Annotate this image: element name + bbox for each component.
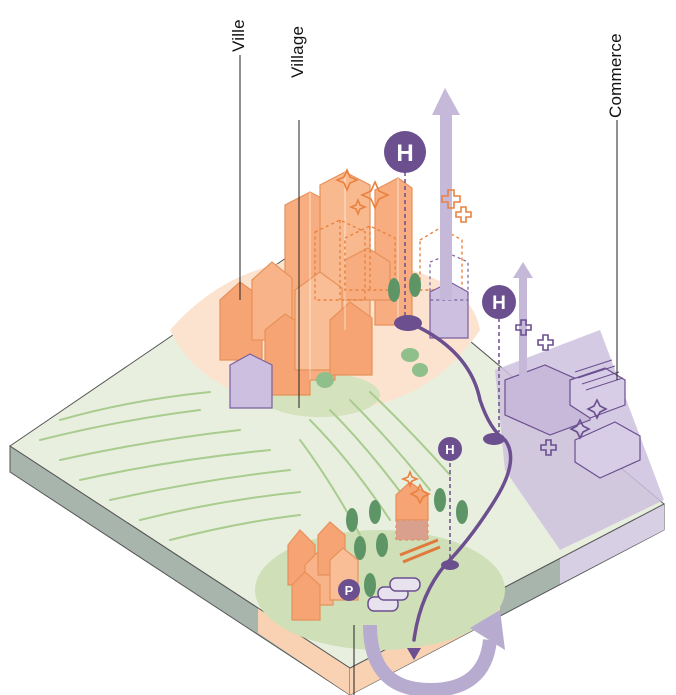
slab-left-side-orange — [258, 604, 350, 695]
village-houses — [287, 481, 429, 621]
hospital-label-large: H — [396, 140, 413, 167]
plus-signs — [441, 189, 557, 456]
hospital-marker-small — [438, 437, 462, 461]
stops — [394, 315, 505, 570]
farm-fields — [39, 391, 451, 541]
label-leaders — [239, 55, 618, 695]
hospital-markers: H H H P — [338, 131, 516, 601]
arrow-commerce — [513, 262, 533, 375]
hospital-label-medium: H — [492, 293, 506, 314]
hospital-marker-large — [384, 131, 426, 173]
hospital-marker-medium — [482, 285, 516, 319]
parking-label: P — [345, 583, 354, 598]
loop-arrow — [363, 610, 505, 695]
cars — [367, 577, 421, 612]
dashed-links — [404, 172, 500, 560]
planned-buildings — [314, 219, 463, 301]
label-commerce: Commerce — [606, 33, 625, 118]
label-ville: Ville — [229, 19, 248, 52]
transit-route — [408, 321, 513, 642]
arrow-city — [432, 88, 460, 300]
bench — [399, 538, 441, 564]
commerce-buildings — [504, 359, 641, 479]
parking-marker — [338, 579, 360, 601]
sparkles — [334, 167, 608, 505]
label-village: Village — [288, 25, 307, 78]
growth-arrows — [432, 88, 533, 375]
slab-right-side-lavender — [560, 504, 664, 584]
hospital-label-small: H — [445, 442, 454, 457]
